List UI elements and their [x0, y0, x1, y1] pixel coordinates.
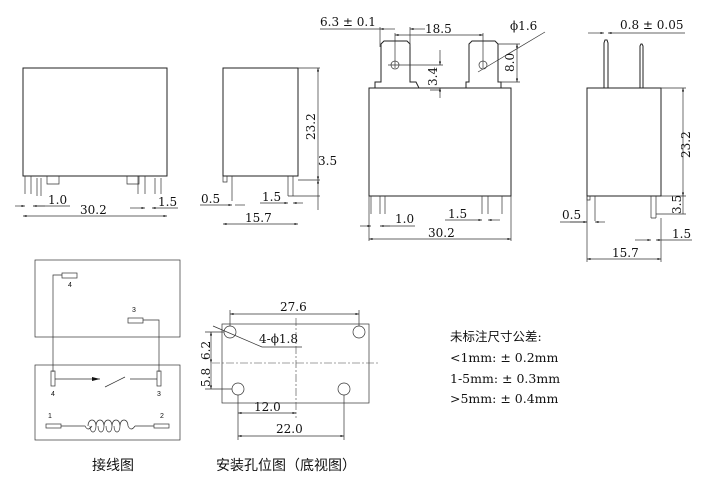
dim-pin-length: 3.5: [670, 195, 684, 214]
dim-height: 23.2: [304, 113, 318, 140]
tolerance-line: <1mm: ± 0.2mm: [450, 350, 558, 365]
svg-text:3: 3: [132, 307, 136, 314]
dim-height: 23.2: [679, 131, 693, 158]
svg-text:4: 4: [51, 391, 55, 398]
dim-tab-thickness: 0.8 ± 0.05: [620, 18, 684, 32]
side-view: 23.2 3.5 0.5 1.5 15.7: [200, 67, 337, 226]
tolerance-title: 未标注尺寸公差:: [450, 329, 542, 344]
mounting-hole: [231, 382, 245, 396]
tolerance-line: 1-5mm: ± 0.3mm: [450, 371, 560, 386]
dim-pin-width: 1.5: [158, 195, 177, 209]
dim-tab-height: 8.0: [503, 53, 517, 72]
wiring-diagram: 4 3 4 3 1 2 接线图: [34, 259, 181, 474]
dim-width: 30.2: [428, 226, 455, 240]
dim-hole-dia: ϕ1.6: [510, 19, 537, 33]
terminal-3-top: [127, 317, 144, 324]
wiring-caption: 接线图: [92, 457, 134, 474]
mounting-hole: [223, 325, 237, 339]
mounting-hole: [352, 325, 366, 339]
dim-hole-spacing-top: 27.6: [280, 300, 307, 314]
switch-contact: [104, 376, 157, 388]
dim-pin-length: 3.5: [318, 154, 337, 168]
dim-pin-width: 1.5: [448, 207, 467, 221]
qc-side-view: 0.8 ± 0.05 23.2 3.5 1.5 0.5 15.7: [560, 18, 693, 262]
dim-depth: 15.7: [612, 246, 639, 260]
dim-bottom-spacing: 22.0: [276, 422, 303, 436]
dim-lower-offset: 5.8: [199, 368, 213, 387]
coil-icon: [61, 419, 154, 433]
svg-text:4: 4: [68, 282, 72, 289]
dim-pin-offset: 1.0: [395, 212, 414, 226]
dim-hole-count-dia: 4-ϕ1.8: [259, 332, 298, 346]
dim-pin-offset: 1.0: [48, 193, 67, 207]
dim-pin-offset: 0.5: [562, 208, 581, 222]
terminal-4-top: [61, 272, 78, 279]
dim-upper-offset: 6.2: [199, 341, 213, 360]
svg-text:1: 1: [48, 413, 52, 420]
dim-half-spacing: 12.0: [254, 400, 281, 414]
mounting-caption: 安装孔位图（底视图）: [216, 458, 356, 474]
qc-front-view: 6.3 ± 0.1 18.5 ϕ1.6 3.4 8.0 1.0 1.5 30.2: [320, 15, 546, 241]
front-view: 1.0 1.5 30.2: [15, 67, 178, 218]
dim-pin-offset: 0.5: [201, 192, 220, 206]
dim-pin-width: 1.5: [262, 190, 281, 204]
dim-depth: 15.7: [245, 211, 272, 225]
dim-tab-width: 6.3 ± 0.1: [320, 15, 376, 29]
svg-text:3: 3: [157, 391, 161, 398]
dim-hole-height: 3.4: [426, 67, 440, 86]
svg-text:2: 2: [160, 413, 164, 420]
dim-width: 30.2: [80, 203, 107, 217]
mounting-hole-diagram: 27.6 4-ϕ1.8 6.2 5.8 12.0 22.0 安装孔位图（底视图）: [199, 300, 380, 474]
tolerance-line: >5mm: ± 0.4mm: [450, 391, 558, 406]
mounting-hole: [337, 382, 351, 396]
dim-tab-spacing: 18.5: [425, 22, 452, 36]
dim-pin-width: 1.5: [672, 227, 691, 241]
tolerance-notes: 未标注尺寸公差: <1mm: ± 0.2mm 1-5mm: ± 0.3mm >5…: [450, 329, 560, 406]
